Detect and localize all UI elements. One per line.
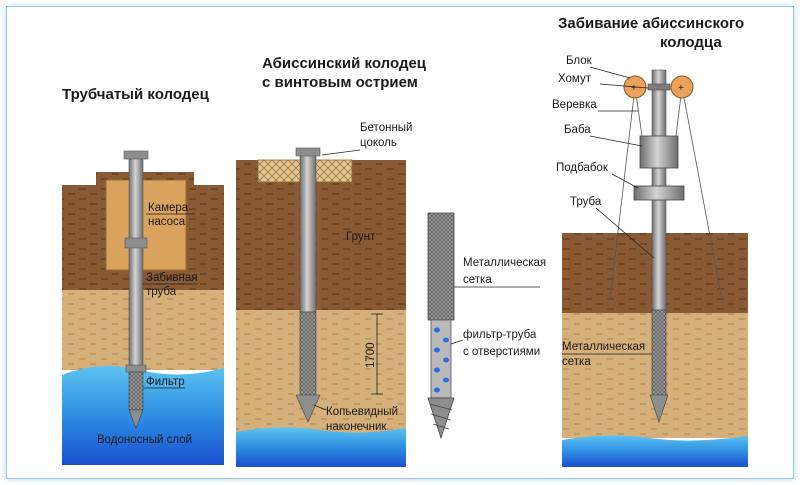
driven-pipe: [128, 154, 144, 371]
chamber-label-1: Камера: [148, 202, 189, 214]
ram-label: Баба: [564, 124, 591, 136]
anvil-leader: [611, 173, 639, 189]
mesh-section: [651, 309, 667, 396]
ram-weight: [639, 135, 679, 169]
mesh-section: [299, 311, 317, 396]
pipe-coupling-lower: [125, 364, 147, 373]
rope-right: [681, 86, 723, 301]
tip-leader: [313, 404, 327, 411]
tube-well-panel: Трубчатый колодец Камера насоса Забивная…: [62, 86, 224, 465]
clamp-label: Хомут: [558, 73, 592, 85]
pipe-cap: [123, 150, 149, 160]
filter-pipe-label-2: с отверстиями: [463, 346, 540, 358]
pipe: [299, 151, 317, 313]
screw-well-title-1: Абиссинский колодец: [262, 55, 427, 72]
aquifer-layer: [236, 427, 406, 467]
block-label: Блок: [566, 55, 593, 67]
pulley-right-mark: +: [678, 83, 684, 94]
rope-label: Веревка: [552, 99, 597, 111]
block-leader: [589, 66, 631, 79]
ram-leader: [589, 135, 643, 147]
driving-panel: Забивание абиссинского колодца + + Блок …: [552, 15, 748, 467]
pump-chamber: [105, 179, 187, 271]
drive-tip: [649, 394, 669, 423]
clamp-leader: [599, 83, 649, 89]
mesh-right-label-1: Металлическая: [562, 341, 645, 353]
pipe-coupling: [124, 237, 148, 249]
anvil-label: Подбабок: [556, 162, 609, 174]
aquifer-label: Водоносный слой: [97, 434, 192, 446]
concrete-label-2: цоколь: [360, 137, 397, 149]
tip-label-1: Копьевидный: [326, 406, 398, 418]
rope-left: [609, 86, 636, 301]
screw-thread: [429, 403, 453, 430]
filter-detail: Металлическая сетка фильтр-труба с отвер…: [427, 212, 546, 440]
mesh-label-1: Металлическая: [463, 257, 546, 269]
mesh-right-label-2: сетка: [562, 356, 591, 368]
driven-pipe-label-1: Забивная: [146, 272, 197, 284]
filter-mesh: [128, 371, 144, 411]
soil-label: Грунт: [346, 231, 376, 243]
aquifer-layer: [562, 435, 748, 467]
mesh-pipe: [427, 212, 455, 321]
tip-label-2: наконечник: [326, 421, 387, 433]
pipe-holes: [434, 327, 449, 393]
filter-pipe-leader: [450, 339, 464, 345]
screw-well-title-2: с винтовым острием: [262, 74, 418, 91]
concrete-leader: [321, 149, 361, 156]
pulley-left-mark: +: [631, 83, 637, 94]
concrete-label-1: Бетонный: [360, 122, 413, 134]
aquifer-layer: [62, 366, 224, 465]
chamber-label-2: насоса: [148, 216, 186, 228]
spear-tip: [295, 394, 321, 423]
filter-tip: [128, 409, 144, 429]
clamp: [647, 83, 671, 91]
driven-pipe-label-2: труба: [146, 286, 177, 298]
screw-tip: [427, 397, 455, 440]
sand-layer: [236, 310, 406, 440]
soil-layer: [236, 160, 406, 310]
block-pulley-right: [670, 75, 694, 99]
driving-title-2: колодца: [660, 34, 722, 51]
mesh-label-2: сетка: [463, 274, 492, 286]
driving-title-1: Забивание абиссинского: [558, 15, 744, 32]
pipe-leader: [595, 207, 655, 259]
pipe-cap: [295, 147, 321, 157]
anvil: [633, 185, 685, 201]
pipe-label: Труба: [570, 196, 602, 208]
tube-well-title: Трубчатый колодец: [62, 86, 210, 103]
filter-pipe-label-1: фильтр-труба: [463, 329, 537, 341]
filter-label: Фильтр: [146, 376, 185, 388]
depth-value: 1700: [365, 342, 377, 368]
screw-well-panel: Абиссинский колодец с винтовым острием 1…: [236, 55, 427, 467]
